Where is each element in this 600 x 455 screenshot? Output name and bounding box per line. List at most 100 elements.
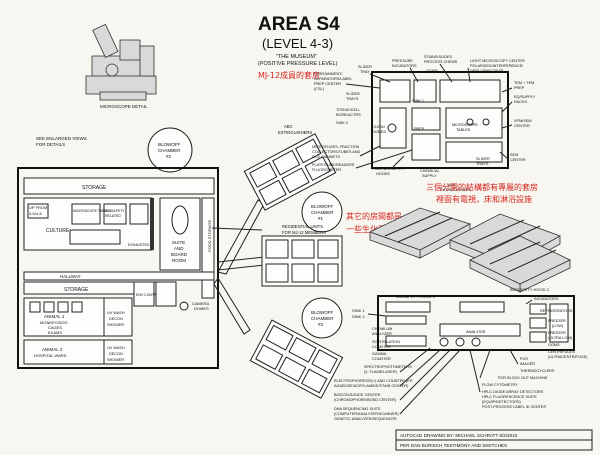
suite-label: AND (174, 246, 184, 251)
callout-label: PRESSURE (392, 59, 413, 63)
bottom-right-lab (377, 295, 575, 351)
microscope-tables-label: MICROSCOPE TABLES (73, 209, 112, 213)
uv1-label: DECON (109, 317, 123, 321)
blowoff-chamber-2 (147, 127, 193, 173)
up-from-label: UP FROM (29, 205, 47, 210)
callout-label: CENTER (514, 124, 530, 128)
callout-label: TRAYS (476, 162, 489, 166)
callout-label: IMAGER (520, 362, 535, 366)
blowoff3-label: #3 (318, 322, 324, 327)
hallway-left-label: HALLWAY (60, 274, 81, 279)
callout-label: CHEMICAL (420, 169, 440, 173)
animal2-label: HOSPITAL WARD (34, 353, 67, 358)
top-right-leaders (345, 63, 513, 169)
suite-label: BOARD (171, 252, 188, 257)
mj12-suite-note: MJ-12成員的套房 (258, 70, 320, 80)
callout-label: BIOSAFETY HOOD 1 (396, 294, 436, 299)
blowoff-chamber-1 (301, 191, 343, 233)
suite-note-line1: 三個分開的結構都有專屬的套房 (426, 182, 538, 192)
animal2-label: ANIMAL 2 (42, 347, 63, 352)
biolab-note-line1: 其它的房間都是 (346, 211, 402, 221)
callout-label: MICROFUGES, FRACTION (312, 145, 360, 149)
bottom-right-leaders (367, 299, 533, 415)
blowoff2-label: BLOWOFF (158, 142, 181, 147)
blowoff1-label: BLOWOFF (311, 204, 334, 209)
animal1-label: ANIMAL 1 (44, 314, 65, 319)
callout-label: (COMPUTER/ANALYZER/SCANNER) (334, 412, 399, 416)
credits-line2: PER DAN BURISCH TESTIMONY AND SKETCHES (400, 443, 507, 448)
callout-label: CHEMILUM (372, 327, 392, 331)
blowoff1-label: #1 (318, 216, 324, 221)
callout-label: LIGHT MICROSCOPY CENTER (470, 59, 525, 63)
callout-label: SLIDER (476, 157, 490, 161)
credits-line1: AUTOCAD DRAWING BY: MICHAEL SCHRATT 6/2/… (400, 433, 518, 438)
uv2-label: SHOWER (107, 358, 124, 362)
callout-label: COUNTER (372, 357, 391, 361)
top-right-callouts: CONTAINMENT/ SEPARATORS/LABEL PREP CENTE… (312, 55, 536, 192)
callout-label: CENTRIFUGES (548, 350, 576, 354)
callout-label: CO2 CABINETS (312, 155, 340, 159)
callout-label: (EQUIP/DETECTORS) (482, 400, 521, 404)
blowoff2-label: #2 (166, 154, 172, 159)
callout-label: COUNTER (372, 345, 391, 349)
callout-label: HPLC FLUORESCENCE SUITE (482, 395, 537, 399)
uv1-label: SHOWER (107, 323, 124, 327)
callout-label: (2, FLAME/LASER) (364, 370, 398, 374)
callout-label: ELECTROPHORESIS(+) AND COUNTER (EP, (334, 379, 413, 383)
callout-label: TISSUE/CELL (336, 108, 360, 112)
microscope-detail-label: MICROSCOPE DETAIL (100, 104, 148, 109)
left-lab-building (17, 167, 219, 369)
callout-label: REFRIGERATORS (540, 309, 573, 313)
subtitle-level: (LEVEL 4-3) (262, 36, 333, 51)
callout-label: OGMS (548, 343, 560, 347)
callout-label: HPLC DIODE ARRAY DETECTORS (482, 390, 544, 394)
see-views-label: FOR DETAILS (36, 142, 65, 147)
suite-label: ROOM (172, 258, 186, 263)
storage-bottom-label: STORAGE (64, 287, 89, 293)
top-right-lab (371, 71, 509, 169)
callout-label: PLATE/TUBE/READERS (312, 163, 355, 167)
callout-label: DOMES (372, 130, 386, 134)
callout-label: SLIDER (346, 92, 360, 96)
callout-label: PROCESS CHEMS (424, 60, 458, 64)
bottom-right-callouts: BIOSAFETY HOOD 1 BIOSAFETY HOOD 2 SINK 1… (334, 287, 588, 421)
blowoff3-label: CHAMBER (311, 316, 334, 321)
callout-label: POST-PROCESS LABEL ID CENTER (482, 405, 546, 409)
callout-label: (LOW) (552, 324, 564, 328)
callout-label: SCINTILLATION (372, 340, 400, 344)
env-cont-label: ENV CONT (136, 293, 155, 297)
callout-label: SINK 2 (336, 121, 348, 125)
blowoff-chamber-3 (301, 297, 343, 339)
callout-label: ABC (448, 183, 456, 187)
callout-label: EQ/SUPPLY (514, 95, 536, 99)
up-from-label: 4-5/4-6 (29, 211, 42, 216)
callout-label: BIOREACTRS (336, 113, 361, 117)
callout-label: TRAYS (346, 97, 359, 101)
callout-label: SEM (510, 153, 518, 157)
callout-label: PREP (414, 127, 425, 131)
microscope-illustration (85, 23, 157, 101)
callout-label: OGMS (426, 69, 438, 73)
callout-label: TEM + TEM (514, 81, 534, 85)
animal1-label: MONKEY/DOG (40, 320, 68, 325)
callout-label: EXTINGUISHERS (440, 188, 471, 192)
residential-block-north (243, 133, 337, 211)
abc-center-label: EXTINGUISHERS (278, 130, 312, 135)
museum-label: "THE MUSEUM" (276, 54, 317, 60)
callout-label: PCR (520, 357, 528, 361)
callout-label: SINK 1 (352, 308, 365, 313)
callout-label: AGAROSE/ACRYLAMIDE/STAIN CENTER) (334, 384, 409, 388)
residential-block-center (261, 235, 343, 287)
callout-label: GAMMA (372, 352, 387, 356)
suite-note-line2: 裡面有電視，床和淋浴設施 (436, 194, 532, 204)
callout-label: (CSL) (314, 87, 325, 91)
storage-top-label: STORAGE (82, 185, 107, 191)
food-storage-label: FOOD STORAGE (207, 220, 212, 252)
callout-label: (ULTRACENTRIFUGE) (548, 355, 588, 359)
callout-label: SINK 2 (352, 314, 365, 319)
callout-label: ANALYSIS (466, 329, 486, 334)
callout-label: RACKS (514, 100, 528, 104)
isometric-sketch (368, 207, 571, 293)
